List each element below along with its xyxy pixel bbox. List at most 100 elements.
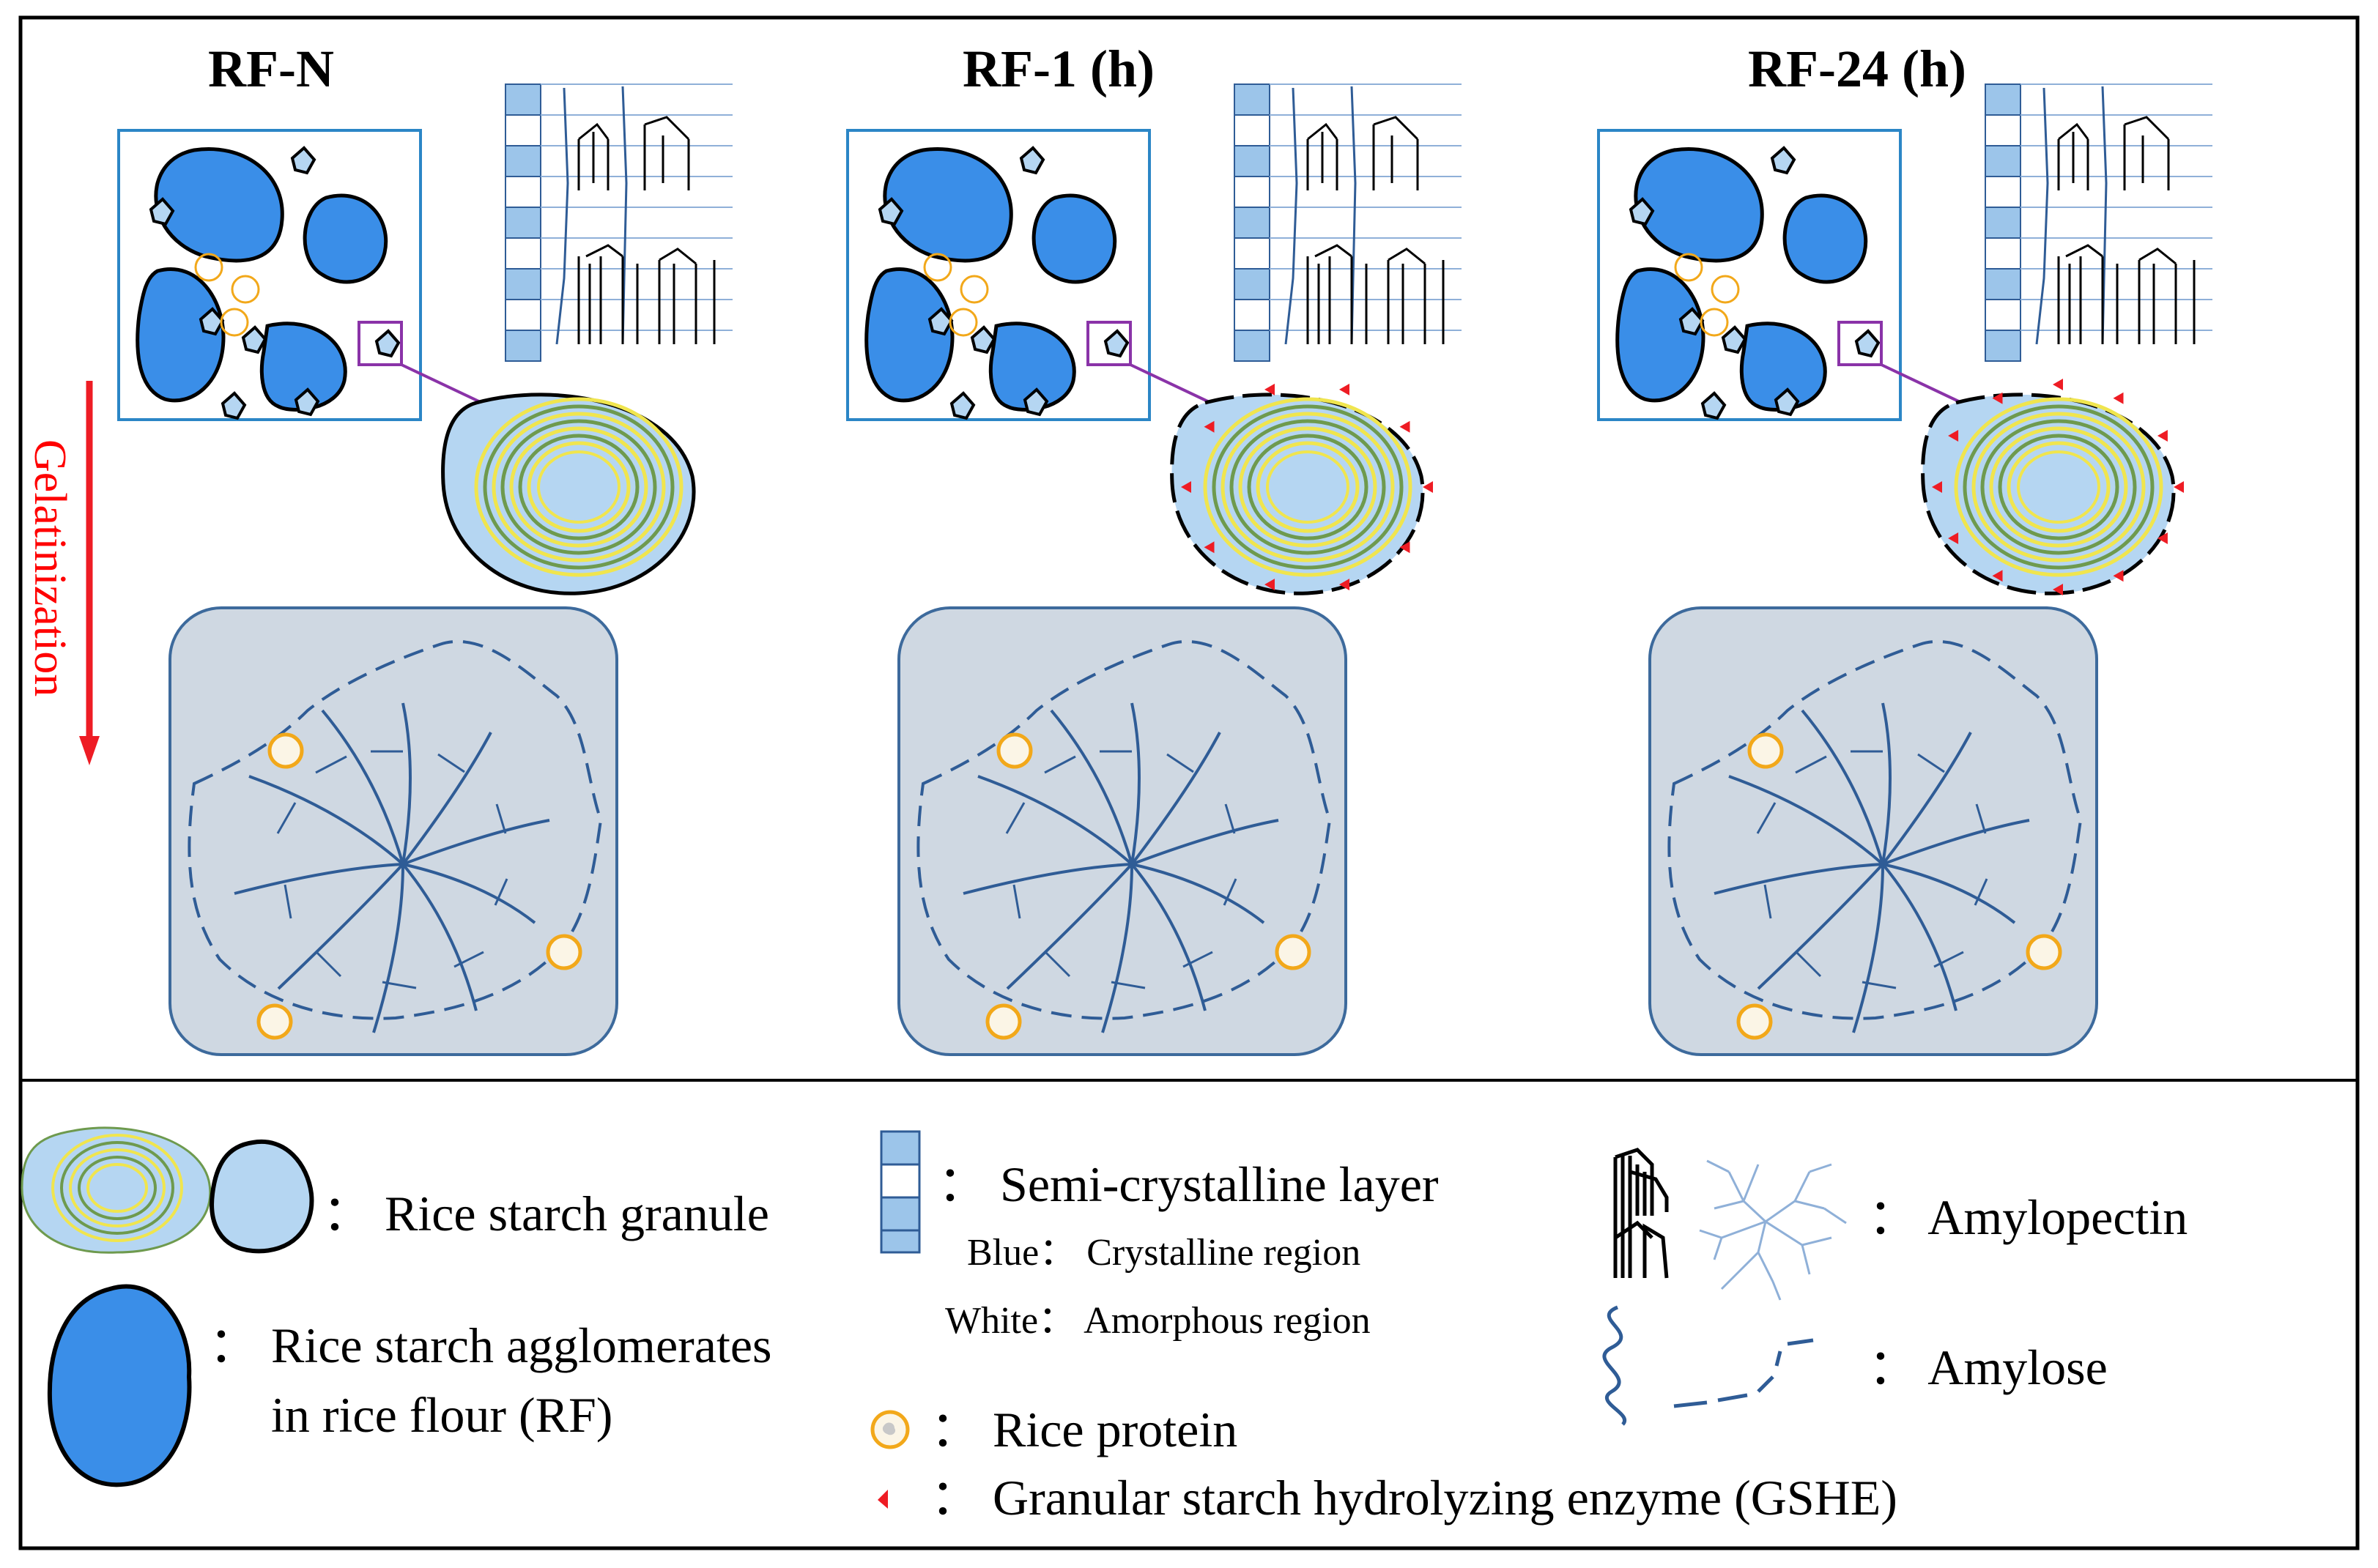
starch-granule bbox=[1103, 329, 1130, 358]
amylopectin-twig bbox=[1166, 753, 1194, 773]
gshe-enzyme bbox=[1204, 420, 1215, 433]
semi-crystalline-cell bbox=[505, 83, 541, 116]
starch-granule bbox=[1700, 391, 1727, 420]
protein-outline bbox=[220, 308, 249, 337]
growth-ring bbox=[509, 426, 648, 548]
semi-crystalline-cell bbox=[505, 268, 541, 300]
growth-ring bbox=[1238, 426, 1377, 548]
starch-granule bbox=[294, 387, 320, 417]
amylopectin-branch bbox=[1130, 732, 1221, 866]
rice-protein-icon bbox=[870, 1410, 910, 1449]
protein-outline bbox=[1674, 253, 1703, 282]
amylopectin-branch bbox=[1130, 863, 1207, 1011]
legend-layered-granule-icon bbox=[21, 1126, 212, 1254]
amylopectin-branch bbox=[963, 863, 1133, 895]
protein-outline bbox=[1711, 275, 1740, 304]
amylopectin-branch bbox=[1130, 702, 1141, 865]
growth-ring bbox=[1221, 412, 1395, 562]
growth-ring bbox=[1963, 404, 2155, 570]
amylopectin-twig bbox=[437, 753, 465, 773]
panel-rf-n bbox=[117, 83, 733, 1056]
gshe-enzyme bbox=[2053, 379, 2063, 390]
semi-crystalline-cell bbox=[1985, 237, 2021, 270]
gshe-enzyme bbox=[1204, 541, 1215, 554]
panel-title-rf-1: RF-1 (h) bbox=[963, 40, 1155, 98]
amylopectin-branch bbox=[1881, 732, 1972, 866]
growth-ring bbox=[1954, 397, 2163, 577]
semi-crystalline-cell bbox=[1234, 83, 1270, 116]
starch-granule bbox=[149, 197, 175, 226]
semi-crystalline-cell bbox=[505, 145, 541, 177]
semi-crystalline-cell bbox=[1985, 330, 2021, 362]
starch-granule bbox=[878, 197, 904, 226]
panel-rf-1 bbox=[846, 83, 1462, 1056]
growth-ring bbox=[1203, 397, 1412, 577]
amylopectin-branch bbox=[1757, 863, 1884, 990]
growth-ring bbox=[500, 419, 657, 555]
semi-crystalline-cell bbox=[1985, 299, 2021, 331]
starch-granule bbox=[970, 325, 996, 354]
gshe-enzyme bbox=[1948, 532, 1959, 544]
starch-agglomerate bbox=[1615, 267, 1705, 403]
amylopectin-branch bbox=[401, 863, 478, 1011]
protein-outline bbox=[194, 253, 223, 282]
amylopectin-twig bbox=[494, 878, 508, 906]
granule-hilum bbox=[1266, 450, 1349, 524]
amylopectin-twig bbox=[1917, 753, 1945, 773]
semi-crystalline-layer-icon bbox=[880, 1130, 921, 1254]
semi-crystalline-inset bbox=[1234, 83, 1462, 362]
legend-blue-region-label: Blue： Crystalline region bbox=[967, 1232, 1360, 1274]
gshe-enzyme bbox=[2174, 481, 2184, 493]
granule-hilum bbox=[537, 450, 621, 524]
amylopectin-twig bbox=[315, 755, 347, 774]
growth-ring bbox=[1998, 434, 2119, 540]
legend-granule-label: ： Rice starch granule bbox=[322, 1186, 769, 1241]
amylose-dashed-icon bbox=[1673, 1338, 1814, 1408]
semi-crystalline-cell bbox=[1234, 237, 1270, 270]
amylopectin-chain bbox=[2057, 116, 2196, 344]
legend-enzyme-label: ： Granular starch hydrolyzing enzyme (GS… bbox=[930, 1470, 1897, 1526]
amylopectin-twig bbox=[382, 981, 417, 989]
growth-ring bbox=[1980, 419, 2137, 555]
semi-crystalline-cell bbox=[1985, 114, 2021, 146]
starch-agglomerate bbox=[1782, 193, 1868, 284]
layered-starch-granule bbox=[1921, 379, 2184, 595]
gshe-enzyme bbox=[1992, 392, 2003, 404]
zoom-box bbox=[1086, 321, 1132, 366]
semi-crystalline-cell bbox=[1985, 268, 2021, 300]
amylopectin-twig bbox=[1974, 878, 1988, 906]
legend-agglomerate-label-2: in rice flour (RF) bbox=[271, 1387, 612, 1443]
outer-frame bbox=[18, 15, 2360, 1550]
amylopectin-twig bbox=[1043, 950, 1071, 978]
amylopectin-twig bbox=[1862, 981, 1897, 989]
starch-granule bbox=[221, 391, 247, 420]
semi-crystalline-cell bbox=[1234, 268, 1270, 300]
rice-protein bbox=[267, 732, 304, 769]
starch-granule bbox=[1854, 329, 1881, 358]
amylopectin-branch bbox=[321, 709, 404, 865]
gshe-enzyme-icon bbox=[878, 1490, 888, 1509]
amylopectin-branch bbox=[248, 775, 404, 866]
amylose-icon bbox=[1602, 1305, 1626, 1426]
amylose-dashed-boundary bbox=[188, 640, 603, 1020]
amylopectin-twig bbox=[1795, 755, 1827, 774]
starch-agglomerate bbox=[259, 322, 347, 412]
gelatinization-label: Gelatinization bbox=[25, 439, 75, 696]
legend-amylopectin-label: ： Amylopectin bbox=[1868, 1189, 2188, 1245]
gelatinized-network bbox=[897, 606, 1347, 1056]
amylopectin-twig bbox=[314, 950, 342, 978]
amylose-dashed-boundary bbox=[1667, 640, 2083, 1020]
protein-outline bbox=[1700, 308, 1729, 337]
amylopectin-branch bbox=[1728, 775, 1884, 866]
amylopectin-branch bbox=[402, 819, 550, 866]
layered-starch-granule bbox=[1170, 383, 1433, 595]
panel-title-rf-24: RF-24 (h) bbox=[1748, 40, 1966, 98]
protein-outline bbox=[949, 308, 978, 337]
amylopectin-branch bbox=[1714, 863, 1883, 895]
amylopectin-branch bbox=[977, 775, 1133, 866]
starch-granule bbox=[1019, 146, 1045, 175]
amylopectin-branch bbox=[372, 863, 404, 1033]
gshe-enzyme bbox=[1338, 579, 1349, 591]
amylopectin-branch bbox=[234, 863, 404, 895]
